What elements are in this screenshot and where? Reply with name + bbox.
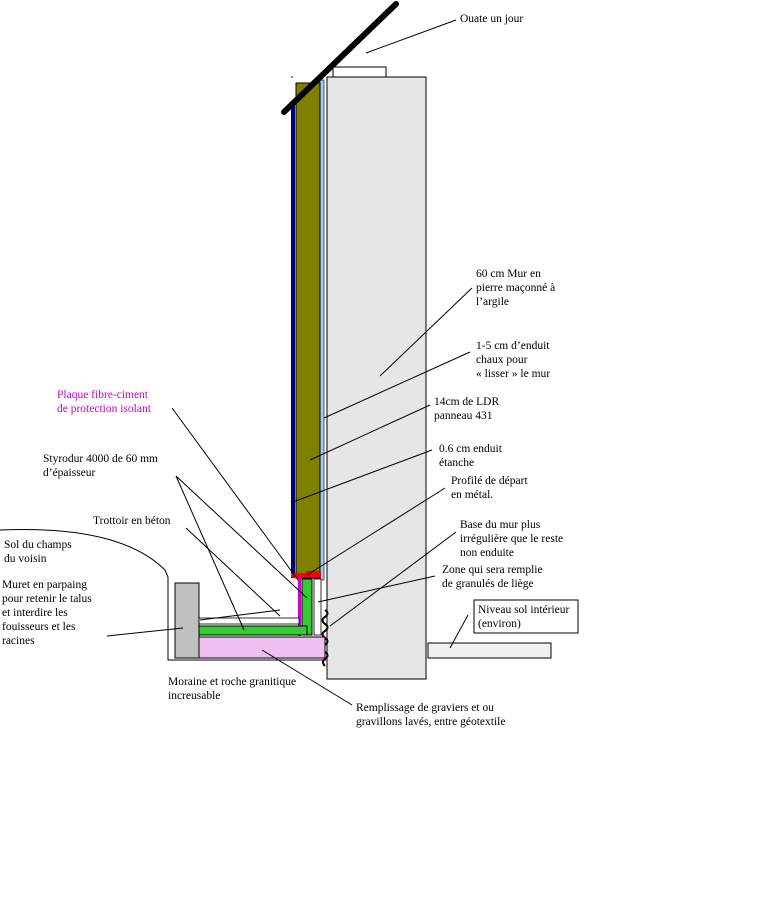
label-muret-5: racines — [2, 635, 35, 647]
label-enduit-1: 1-5 cm d’enduit — [476, 340, 550, 352]
lime-render-layer — [319, 79, 325, 581]
label-muret-4: fouisseurs et les — [2, 621, 76, 633]
label-ldr-1: 14cm de LDR — [434, 396, 499, 408]
stone-wall — [326, 76, 427, 680]
label-base-1: Base du mur plus — [460, 519, 541, 531]
label-etanche-2: étanche — [439, 457, 474, 469]
leader-ouate — [365, 19, 457, 54]
label-remplissage-2: gravillons lavés, entre géotextile — [356, 716, 505, 728]
leader-styrodur-1 — [175, 475, 308, 599]
cork-zone — [313, 578, 322, 636]
gravel-fill — [198, 636, 326, 659]
label-ouate: Ouate un jour — [460, 13, 523, 25]
starter-profile-end — [306, 571, 321, 574]
label-muret-1: Muret en parpaing — [2, 579, 87, 591]
styrodur-horizontal — [198, 625, 308, 636]
leader-plaque — [171, 407, 299, 581]
leader-trottoir — [185, 527, 281, 617]
label-base-3: non enduite — [460, 547, 514, 559]
leader-etanche — [292, 449, 433, 503]
interior-floor-level — [427, 642, 552, 659]
leader-niveau — [449, 614, 469, 649]
wall-cap — [332, 66, 387, 78]
leader-muret — [106, 627, 184, 637]
label-styrodur-1: Styrodur 4000 de 60 mm — [43, 453, 158, 465]
leader-mur — [379, 287, 473, 377]
leader-profile — [306, 487, 446, 576]
label-enduit-3: « lisser » le mur — [476, 368, 550, 380]
leader-styrodur-2 — [175, 475, 245, 631]
concrete-sidewalk — [198, 617, 300, 625]
label-niveau-1: Niveau sol intérieur — [478, 604, 570, 616]
label-styrodur-2: d’épaisseur — [43, 467, 96, 479]
label-moraine-2: increusable — [168, 690, 220, 702]
starter-profile — [291, 573, 321, 577]
block-wall — [174, 582, 200, 659]
ground-surface-curve — [0, 529, 169, 578]
label-mur-2: pierre maçonné à — [476, 282, 555, 294]
leader-ldr — [309, 404, 431, 461]
roof-rafter-tick — [291, 76, 293, 78]
leader-remplissage — [261, 649, 353, 706]
label-enduit-2: chaux pour — [476, 354, 528, 366]
label-plaque-1: Plaque fibre-ciment — [57, 389, 149, 401]
ldr-panel — [295, 82, 321, 579]
label-mur-3: l’argile — [476, 296, 509, 308]
floor-level-label-box — [473, 599, 579, 634]
label-trottoir: Trottoir en béton — [93, 515, 171, 527]
leader-zone — [317, 575, 436, 603]
label-muret-3: et interdire les — [2, 607, 68, 619]
label-base-2: irrégulière que le reste — [460, 533, 563, 545]
label-profile-1: Profilé de départ — [451, 475, 528, 487]
label-zone-1: Zone qui sera remplie — [442, 564, 543, 576]
label-muret-2: pour retenir le talus — [2, 593, 92, 605]
fiber-cement-plate — [298, 578, 301, 636]
label-ldr-2: panneau 431 — [434, 410, 493, 422]
label-mur-1: 60 cm Mur en — [476, 268, 541, 280]
leader-trottoir-2 — [199, 609, 281, 621]
label-niveau-2: (environ) — [478, 618, 521, 630]
trench-outline — [167, 577, 326, 661]
leader-enduit — [323, 351, 471, 419]
label-profile-2: en métal. — [451, 489, 493, 501]
label-remplissage-1: Remplissage de graviers et ou — [356, 702, 494, 714]
label-etanche-1: 0.6 cm enduit — [439, 443, 503, 455]
label-sol-1: Sol du champs — [4, 539, 72, 551]
leader-base — [329, 531, 457, 627]
roof-rafter — [281, 1, 399, 115]
label-sol-2: du voisin — [4, 553, 47, 565]
label-plaque-2: de protection isolant — [57, 403, 152, 415]
waterproof-render — [291, 105, 295, 578]
label-moraine-1: Moraine et roche granitique — [168, 676, 296, 688]
label-zone-2: de granulés de liège — [442, 578, 534, 590]
